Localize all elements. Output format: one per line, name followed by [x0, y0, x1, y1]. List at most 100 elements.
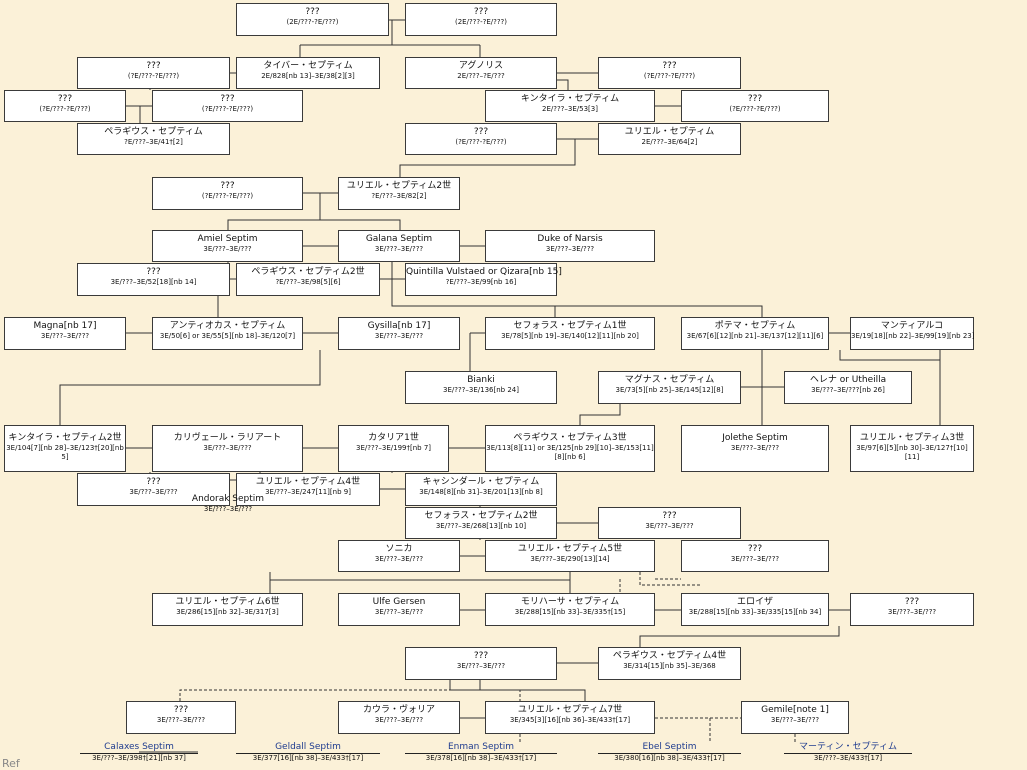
child-dates: 3E/???–3E/433†[17]: [784, 753, 912, 763]
person-dates: 2E/???–?E/???: [457, 72, 505, 80]
person-dates: 3E/???–3E/???[nb 26]: [811, 386, 885, 394]
person-name[interactable]: ユリエル・セプティム5世: [517, 544, 623, 554]
person-name[interactable]: ユリエル・セプティム6世: [175, 597, 280, 607]
person-name[interactable]: ユリエル・セプティム7世: [517, 705, 623, 715]
child-name-link[interactable]: Geldall Septim: [275, 742, 341, 752]
person-name[interactable]: マグナス・セプティム: [624, 375, 715, 385]
person-dates: 3E/???–3E/???: [203, 444, 252, 452]
person-name[interactable]: ???: [57, 94, 73, 104]
child-name-link[interactable]: マーティン・セプティム: [799, 742, 897, 752]
person-dates: 3E/???–3E/247[11][nb 9]: [265, 488, 351, 496]
person-name[interactable]: ???: [662, 511, 677, 521]
person-name[interactable]: ユリエル・セプティム: [624, 127, 715, 137]
person-name[interactable]: ???: [220, 181, 235, 191]
footer-text: Ref: [2, 757, 20, 770]
child-name-link[interactable]: Ebel Septim: [642, 742, 697, 752]
person-name[interactable]: キャシンダール・セプティム: [422, 477, 540, 487]
person-name[interactable]: タイバー・セプティム: [263, 61, 353, 71]
person-name[interactable]: Gemile[note 1]: [761, 705, 829, 715]
person-name[interactable]: キンタイラ・セプティム: [520, 94, 620, 104]
person-dates: (?E/???-?E/???): [201, 192, 254, 200]
person-dates: 3E/67[6][12][nb 21]–3E/137[12][11][6]: [686, 332, 824, 340]
person-name[interactable]: モリハーサ・セプティム: [520, 597, 620, 607]
connector-line: [639, 626, 840, 647]
person-dates: 3E/???–3E/???: [374, 716, 424, 724]
person-dates: 3E/314[15][nb 35]–3E/368: [623, 662, 716, 670]
person-node-n44: ???3E/???–3E/???: [681, 540, 829, 572]
person-dates: (2E/???-?E/???): [454, 18, 507, 26]
person-name[interactable]: Magna[nb 17]: [33, 321, 97, 331]
person-node-n6: ???(?E/???-?E/???): [598, 57, 741, 89]
person-name[interactable]: ポテマ・セプティム: [714, 321, 796, 331]
person-name[interactable]: ???: [173, 705, 189, 715]
person-name[interactable]: アグノリス: [458, 61, 504, 71]
person-name[interactable]: カリヴェール・ラリアート: [173, 433, 282, 443]
person-name[interactable]: Amiel Septim: [197, 234, 258, 244]
person-name[interactable]: マンティアルコ: [880, 321, 944, 331]
person-name[interactable]: ペラギウス・セプティム4世: [612, 651, 727, 661]
person-name[interactable]: ???: [473, 127, 489, 137]
person-name[interactable]: Bianki: [467, 375, 495, 385]
person-name[interactable]: ペラギウス・セプティム2世: [251, 267, 365, 277]
person-name[interactable]: ???: [305, 7, 320, 17]
person-node-n49: ???3E/???–3E/???: [850, 593, 974, 626]
person-name[interactable]: ユリエル・セプティム3世: [859, 433, 965, 443]
person-name[interactable]: ヘレナ or Utheilla: [809, 375, 887, 385]
person-dates: (2E/???-?E/???): [286, 18, 339, 26]
person-name[interactable]: ???: [146, 267, 161, 277]
person-name[interactable]: ???: [473, 651, 489, 661]
person-dates: 3E/???–3E/???: [374, 332, 424, 340]
person-dates: (?E/???-?E/???): [201, 105, 254, 113]
person-name[interactable]: ユリエル・セプティム4世: [255, 477, 361, 487]
person-node-n20: ペラギウス・セプティム2世?E/???–3E/98[5][6]: [236, 263, 380, 296]
person-node-n15: ユリエル・セプティム2世?E/???–3E/82[2]: [338, 177, 460, 210]
person-dates: 3E/???–3E/???: [770, 716, 820, 724]
person-name[interactable]: Andorak Septim: [191, 494, 265, 504]
person-name[interactable]: ユリエル・セプティム2世: [346, 181, 452, 191]
person-node-n37: ???3E/???–3E/???: [77, 473, 230, 506]
child-name-link[interactable]: Calaxes Septim: [104, 742, 174, 752]
person-name[interactable]: カタリア1世: [368, 433, 419, 443]
person-name[interactable]: ???: [747, 544, 763, 554]
person-name[interactable]: ソニカ: [385, 544, 413, 554]
person-node-n22: Magna[nb 17]3E/???–3E/???: [4, 317, 126, 350]
person-name[interactable]: Duke of Narsis: [537, 234, 603, 244]
person-node-n8: ???(?E/???-?E/???): [152, 90, 303, 122]
child-dates: 3E/380[16][nb 38]–3E/433†[17]: [598, 753, 741, 763]
person-name[interactable]: ???: [146, 61, 161, 71]
person-dates: 3E/???–3E/???: [887, 608, 937, 616]
person-name[interactable]: ???: [662, 61, 677, 71]
person-name[interactable]: ???: [904, 597, 920, 607]
person-name[interactable]: Quintilla Vulstaed or Qizara[nb 15]: [406, 267, 562, 277]
person-node-n3: ???(?E/???-?E/???): [77, 57, 230, 89]
person-name[interactable]: ペラギウス・セプティム: [104, 127, 203, 137]
person-dates: 3E/73[5][nb 25]–3E/145[12][8]: [615, 386, 724, 394]
person-name[interactable]: ペラギウス・セプティム3世: [513, 433, 627, 443]
person-name[interactable]: Ulfe Gersen: [372, 597, 426, 607]
andorak-septim-node: Andorak Septim 3E/???–3E/???: [177, 494, 279, 514]
person-node-n55: Gemile[note 1]3E/???–3E/???: [741, 701, 849, 734]
person-dates: 3E/345[3][16][nb 36]–3E/433†[17]: [509, 716, 631, 724]
person-name[interactable]: キンタイラ・セプティム2世: [8, 433, 122, 443]
person-name[interactable]: ???: [473, 7, 489, 17]
person-name[interactable]: ???: [146, 477, 161, 487]
connector-line: [639, 572, 700, 586]
person-dates: 3E/???–3E/???: [203, 245, 252, 253]
person-name[interactable]: カウラ・ヴォリア: [362, 705, 435, 715]
person-name[interactable]: セフォラス・セプティム2世: [424, 511, 538, 521]
person-name[interactable]: ???: [747, 94, 763, 104]
person-name[interactable]: Jolethe Septim: [722, 433, 788, 443]
person-name[interactable]: Galana Septim: [365, 234, 433, 244]
person-name[interactable]: ???: [220, 94, 235, 104]
person-name[interactable]: エロイザ: [736, 597, 773, 607]
person-dates: (?E/???-?E/???): [643, 72, 696, 80]
person-name[interactable]: アンティオカス・セプティム: [169, 321, 286, 331]
person-name[interactable]: セフォラス・セプティム1世: [513, 321, 627, 331]
child-name-link[interactable]: Enman Septim: [448, 742, 514, 752]
person-name[interactable]: Gysilla[nb 17]: [367, 321, 431, 331]
